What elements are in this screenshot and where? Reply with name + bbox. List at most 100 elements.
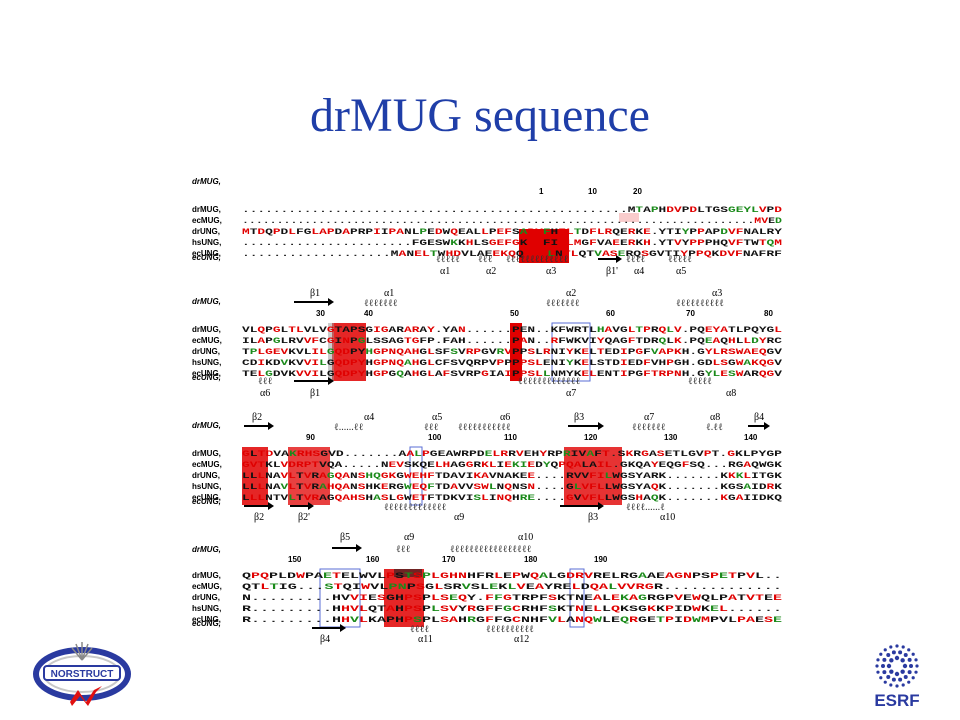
norstruct-label: NORSTRUCT	[51, 669, 114, 680]
ruler: 40	[364, 309, 373, 318]
ss-label: β2	[254, 512, 264, 523]
ss-label: β1'	[606, 266, 618, 277]
svg-text:ℓℓℓℓℓ: ℓℓℓℓℓ	[436, 254, 460, 265]
svg-text:ℓℓℓℓ: ℓℓℓℓ	[626, 254, 645, 265]
sequence-alignment-figure: drMUG, 1 10 20 drMUG,...................…	[192, 177, 782, 645]
sequence-name: drUNG,	[192, 347, 220, 356]
svg-text:ℓℓℓℓ......ℓ: ℓℓℓℓ......ℓ	[626, 502, 665, 513]
svg-text:ℓℓℓℓℓℓℓℓℓℓℓ: ℓℓℓℓℓℓℓℓℓℓℓ	[458, 422, 511, 433]
ruler-20: 20	[633, 187, 642, 196]
svg-text:ℓℓℓ: ℓℓℓ	[258, 376, 272, 387]
sequence-name: ecMUG,	[192, 216, 222, 225]
ruler-10: 10	[588, 187, 597, 196]
ss-label: α3	[712, 288, 722, 299]
alignment-block-2: drMUG, β1 α1 α2 α3 ℓℓℓℓℓℓℓ ℓℓℓℓℓℓℓ ℓℓℓℓℓ…	[192, 288, 782, 399]
svg-text:ℓℓℓℓℓℓℓℓℓℓℓℓℓ: ℓℓℓℓℓℓℓℓℓℓℓℓℓ	[518, 376, 580, 387]
alignment-block-1: drMUG, 1 10 20 drMUG,...................…	[192, 177, 782, 277]
svg-text:ℓℓℓ: ℓℓℓ	[424, 422, 438, 433]
ruler: 60	[606, 309, 615, 318]
ss-label: β2'	[298, 512, 310, 523]
sequence-name: ecMUG,	[192, 336, 222, 345]
svg-text:ℓ......ℓℓ: ℓ......ℓℓ	[334, 422, 363, 433]
svg-text:ℓℓℓℓℓ: ℓℓℓℓℓ	[688, 376, 712, 387]
ruler: 180	[524, 555, 538, 564]
ruler: 80	[764, 309, 773, 318]
ss-label: β2	[252, 412, 262, 423]
ss-label: β4	[754, 412, 764, 423]
ruler: 160	[366, 555, 380, 564]
ss-label: α4	[634, 266, 644, 277]
norstruct-logo: NORSTRUCT	[33, 642, 131, 706]
sequence-name: drMUG,	[192, 449, 221, 458]
sequence-name: ecMUG,	[192, 582, 222, 591]
ss-label: β4	[320, 634, 330, 645]
ss-label: α6	[500, 412, 510, 423]
sequence-name: hsUNG,	[192, 604, 221, 613]
block-bottom-label: ecUNG,	[192, 373, 221, 382]
sequence-row: ........................................…	[242, 206, 782, 215]
esrf-label: ESRF	[874, 691, 919, 710]
svg-text:ℓℓℓℓℓℓℓ: ℓℓℓℓℓℓℓ	[364, 298, 398, 309]
ruler: 30	[316, 309, 325, 318]
ss-label: α8	[710, 412, 720, 423]
sequence-name: drUNG,	[192, 227, 220, 236]
alignment-block-4: drMUG, β5 α9 α10 ℓℓℓ ℓℓℓℓℓℓℓℓℓℓℓℓℓℓℓℓℓ 1…	[192, 532, 782, 645]
block-top-label: drMUG,	[192, 421, 221, 430]
sequence-name: hsUNG,	[192, 482, 221, 491]
ss-label: α9	[454, 512, 464, 523]
ruler: 90	[306, 433, 315, 442]
sequence-name: drMUG,	[192, 205, 221, 214]
ss-label: α3	[546, 266, 556, 277]
block-top-label: drMUG,	[192, 177, 221, 186]
svg-text:ℓℓℓℓℓℓℓ: ℓℓℓℓℓℓℓ	[632, 422, 666, 433]
alignment-block-3: drMUG, β2 α4 α5 α6 β3 α7 α8 β4 ℓ......ℓℓ…	[192, 412, 782, 523]
sequence-name: drMUG,	[192, 325, 221, 334]
sequence-name: ecUNG,	[192, 493, 221, 502]
svg-text:ℓℓℓℓ: ℓℓℓℓ	[410, 624, 429, 635]
ss-label: α2	[486, 266, 496, 277]
ss-label: α6	[260, 388, 270, 399]
svg-text:ℓℓℓℓℓℓℓℓℓℓℓℓℓℓℓℓℓ: ℓℓℓℓℓℓℓℓℓℓℓℓℓℓℓℓℓ	[450, 544, 531, 555]
ss-label: α10	[518, 532, 533, 543]
sequence-name: hsUNG,	[192, 358, 221, 367]
ss-label: α5	[676, 266, 686, 277]
sequence-name: drMUG,	[192, 571, 221, 580]
slide-title: drMUG sequence	[310, 89, 650, 142]
ss-label: α7	[644, 412, 654, 423]
sequence-name: ecMUG,	[192, 460, 222, 469]
ruler: 140	[744, 433, 758, 442]
svg-text:ℓℓℓℓℓ: ℓℓℓℓℓ	[668, 254, 692, 265]
ss-label: α11	[418, 634, 433, 645]
sequence-name: ecUNG,	[192, 249, 221, 258]
block-bottom-label: ecUNG,	[192, 253, 221, 262]
ss-label: α12	[514, 634, 529, 645]
block-bottom-label: ecUNG,	[192, 497, 221, 506]
sequence-name: ecUNG,	[192, 615, 221, 624]
ss-label: β3	[588, 512, 598, 523]
svg-text:ℓℓℓℓℓℓℓℓℓℓℓℓℓ: ℓℓℓℓℓℓℓℓℓℓℓℓℓ	[384, 502, 446, 513]
ruler: 50	[510, 309, 519, 318]
svg-text:ℓℓℓℓℓℓℓℓℓℓ: ℓℓℓℓℓℓℓℓℓℓ	[486, 624, 534, 635]
ruler: 130	[664, 433, 678, 442]
ss-label: α2	[566, 288, 576, 299]
ruler: 150	[288, 555, 302, 564]
svg-text:ℓℓℓ: ℓℓℓ	[396, 544, 410, 555]
block-top-label: drMUG,	[192, 297, 221, 306]
ss-label: β1	[310, 388, 320, 399]
ss-label: α1	[384, 288, 394, 299]
